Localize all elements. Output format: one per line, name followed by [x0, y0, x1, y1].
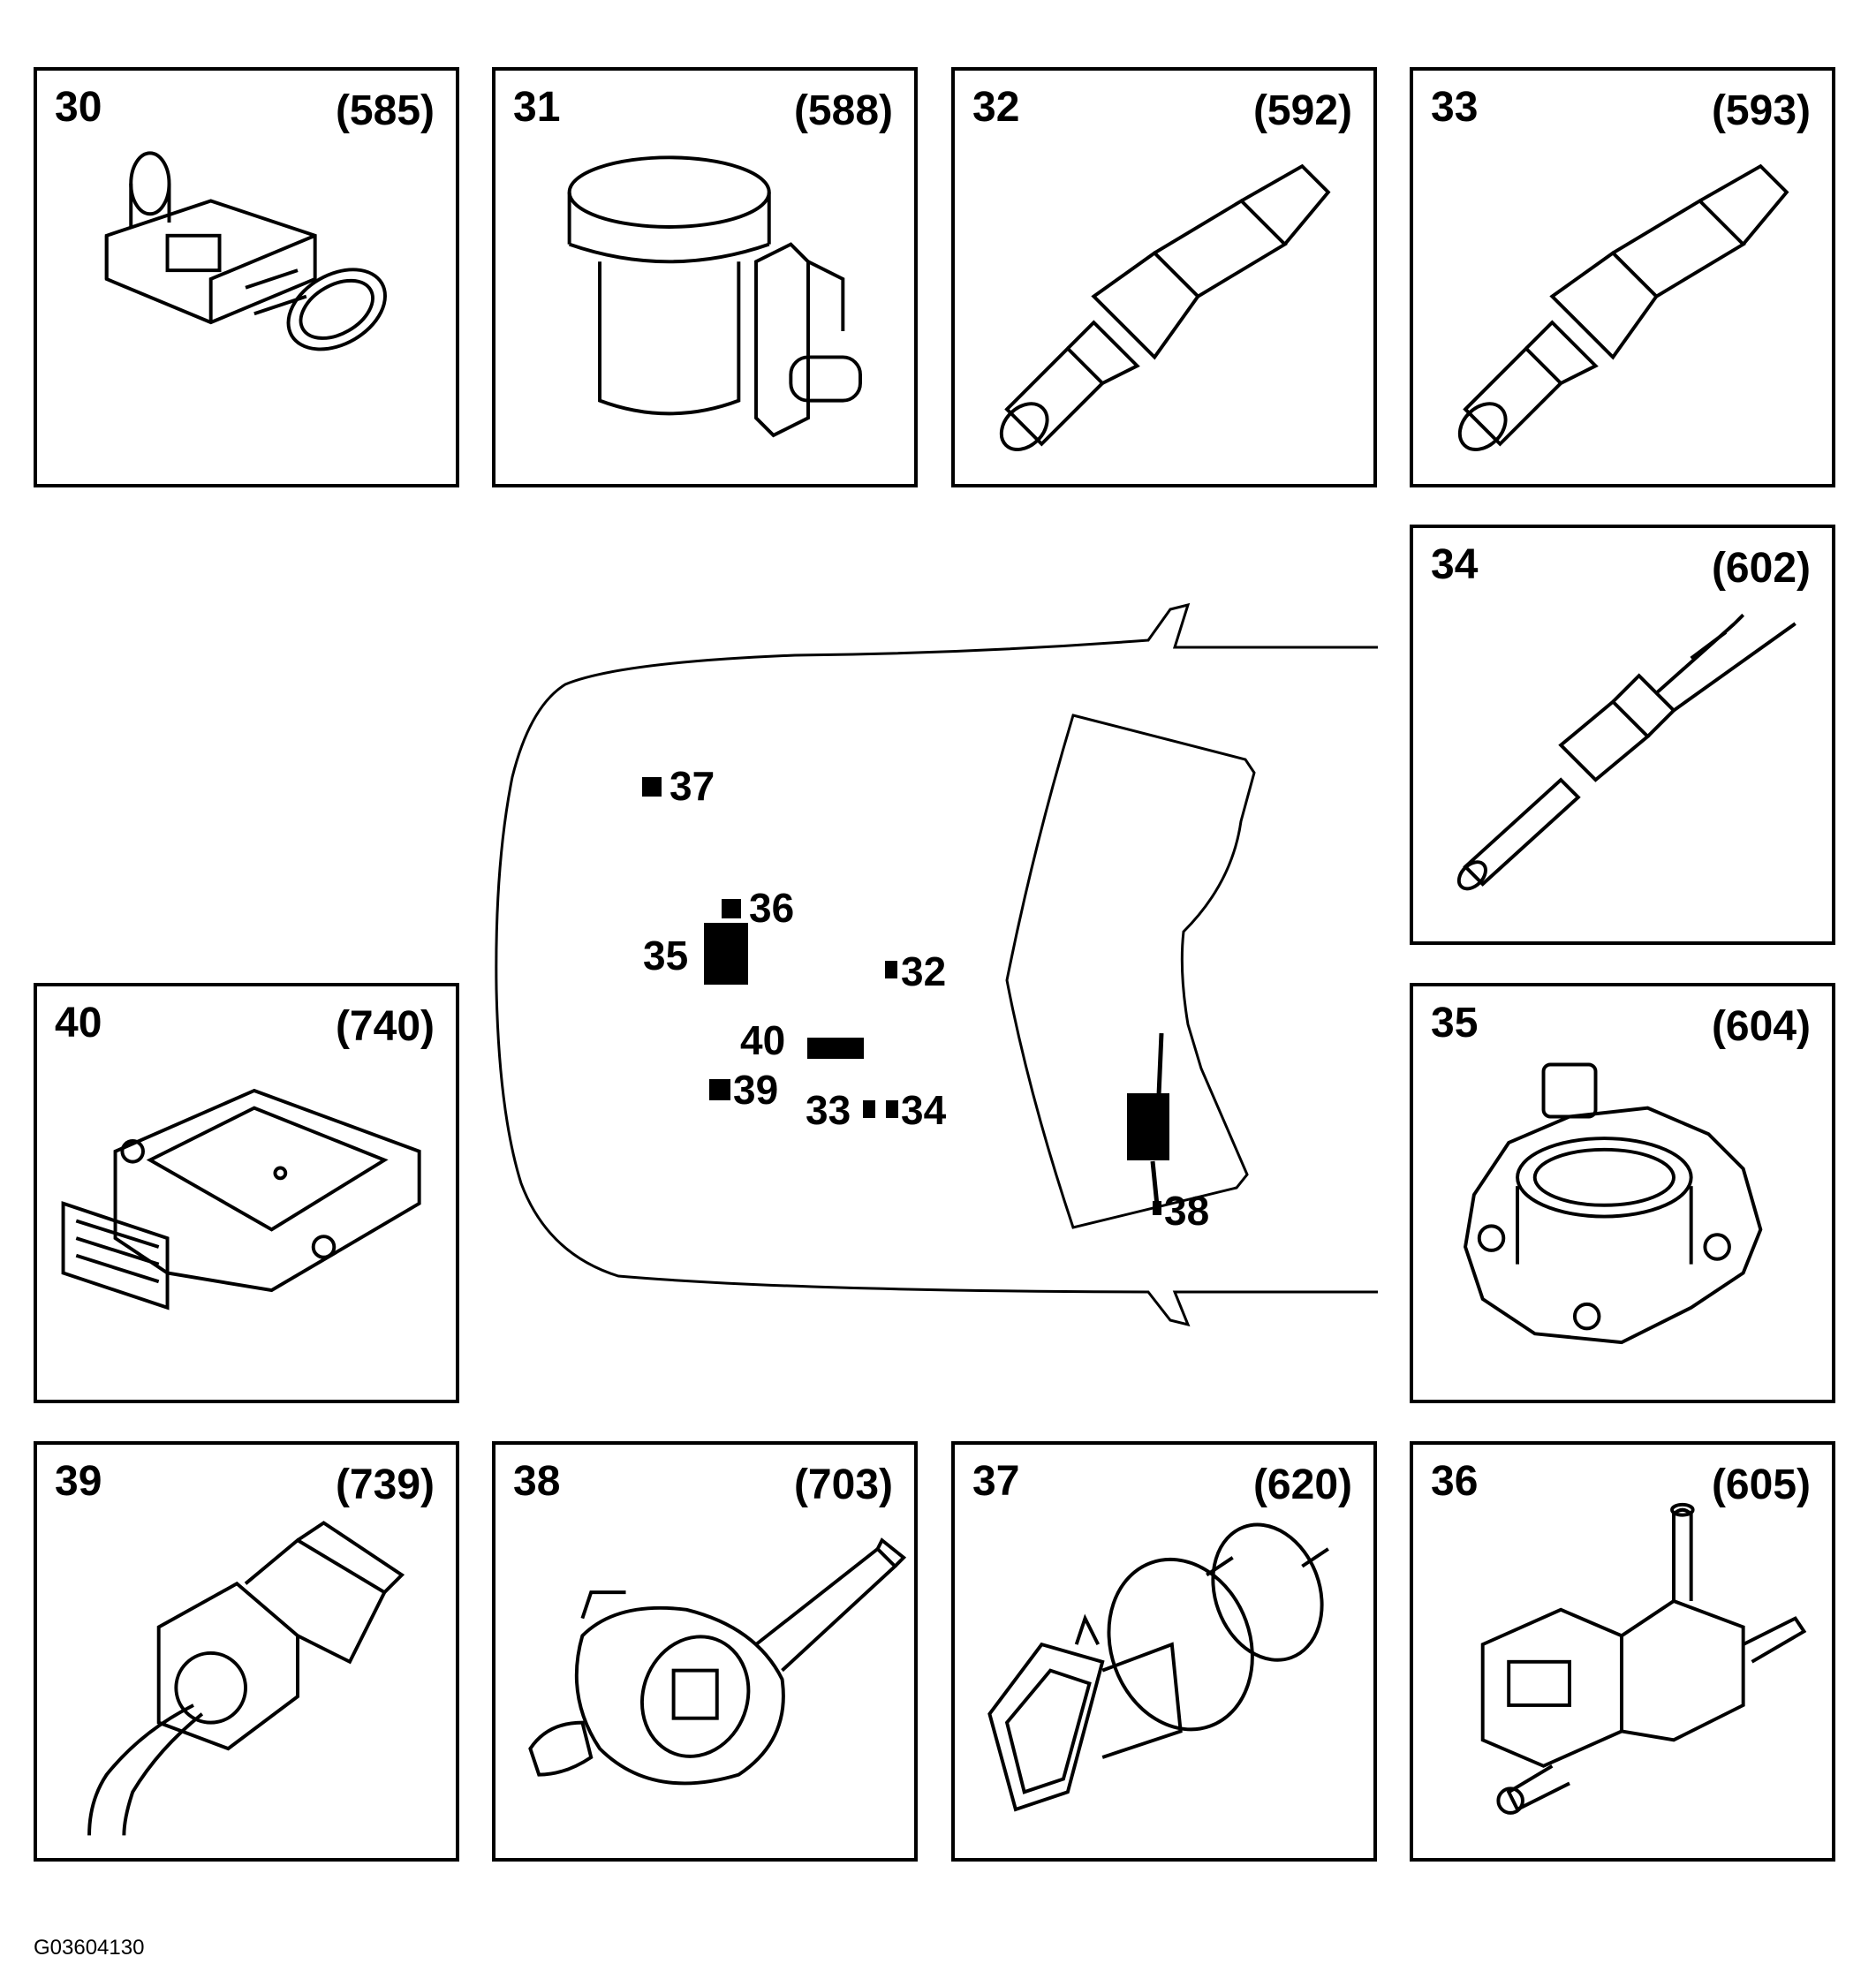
coolant-sensor-icon	[87, 1521, 405, 1836]
panel-36: 36 (605)	[1410, 1441, 1835, 1862]
marker-38-label: 38	[1164, 1188, 1209, 1234]
panel-number: 39	[55, 1458, 102, 1505]
oxygen-sensor-icon	[999, 163, 1331, 451]
wiring-harness	[1150, 1032, 1164, 1206]
marker-37-label: 37	[669, 763, 715, 809]
marker-33	[863, 1100, 875, 1118]
panel-code: (739)	[335, 1462, 435, 1508]
panel-31: 31 (588)	[492, 67, 918, 487]
temperature-sensor-icon	[1456, 613, 1797, 891]
panel-code: (588)	[793, 87, 893, 134]
steering-switch-icon	[528, 1537, 907, 1786]
oxygen-sensor-icon	[1457, 163, 1789, 451]
marker-36-label: 36	[749, 885, 794, 931]
panel-number: 36	[1431, 1458, 1479, 1505]
panel-code: (605)	[1711, 1462, 1811, 1508]
panel-40: 40 (740)	[34, 983, 459, 1403]
throttle-body-icon	[1464, 1062, 1763, 1345]
figure-reference: G03604130	[34, 1936, 145, 1960]
marker-35-label: 35	[643, 933, 688, 978]
panel-number: 33	[1431, 84, 1479, 131]
marker-32-label: 32	[901, 948, 946, 994]
windshield-outline	[1005, 714, 1256, 1229]
panel-number: 32	[972, 84, 1020, 131]
panel-number: 37	[972, 1458, 1020, 1505]
marker-38	[1153, 1201, 1161, 1215]
panel-code: (604)	[1711, 1003, 1811, 1050]
marker-34	[886, 1100, 898, 1118]
marker-32	[885, 961, 897, 978]
panel-30: 30 (585)	[34, 67, 459, 487]
panel-number: 40	[55, 1000, 102, 1046]
map-sensor-icon	[104, 151, 387, 351]
panel-number: 35	[1431, 1000, 1479, 1046]
panel-37: 37 (620)	[951, 1441, 1377, 1862]
panel-code: (602)	[1711, 545, 1811, 592]
marker-36	[722, 899, 741, 918]
panel-code: (740)	[335, 1003, 435, 1050]
vehicle-outline	[495, 602, 1378, 1327]
purge-valve-icon	[567, 155, 862, 438]
panel-code: (585)	[335, 87, 435, 134]
panel-number: 31	[513, 84, 561, 131]
panel-39: 39 (739)	[34, 1441, 459, 1862]
ignition-module-icon	[61, 1088, 421, 1311]
marker-40	[807, 1038, 864, 1059]
solenoid-valve-icon	[1480, 1502, 1807, 1815]
marker-38-module	[1127, 1093, 1169, 1160]
marker-37	[642, 777, 662, 797]
panel-32: 32 (592)	[951, 67, 1377, 487]
panel-number: 38	[513, 1458, 561, 1505]
marker-39-label: 39	[733, 1067, 778, 1113]
marker-40-label: 40	[740, 1017, 785, 1063]
panel-33: 33 (593)	[1410, 67, 1835, 487]
panel-code: (593)	[1711, 87, 1811, 134]
marker-35	[704, 923, 748, 985]
panel-code: (703)	[793, 1462, 893, 1508]
marker-34-label: 34	[901, 1087, 947, 1133]
panel-number: 30	[55, 84, 102, 131]
panel-35: 35 (604)	[1410, 983, 1835, 1403]
panel-34: 34 (602)	[1410, 525, 1835, 945]
panel-number: 34	[1431, 541, 1479, 588]
marker-33-label: 33	[806, 1087, 851, 1133]
panel-code: (592)	[1252, 87, 1352, 134]
marker-39	[709, 1079, 730, 1100]
panel-code: (620)	[1252, 1462, 1352, 1508]
panel-38: 38 (703)	[492, 1441, 918, 1862]
vehicle-overview: 37 36 35 32 40 39 33 34 38	[495, 602, 1378, 1327]
pressure-switch-icon	[987, 1522, 1329, 1812]
